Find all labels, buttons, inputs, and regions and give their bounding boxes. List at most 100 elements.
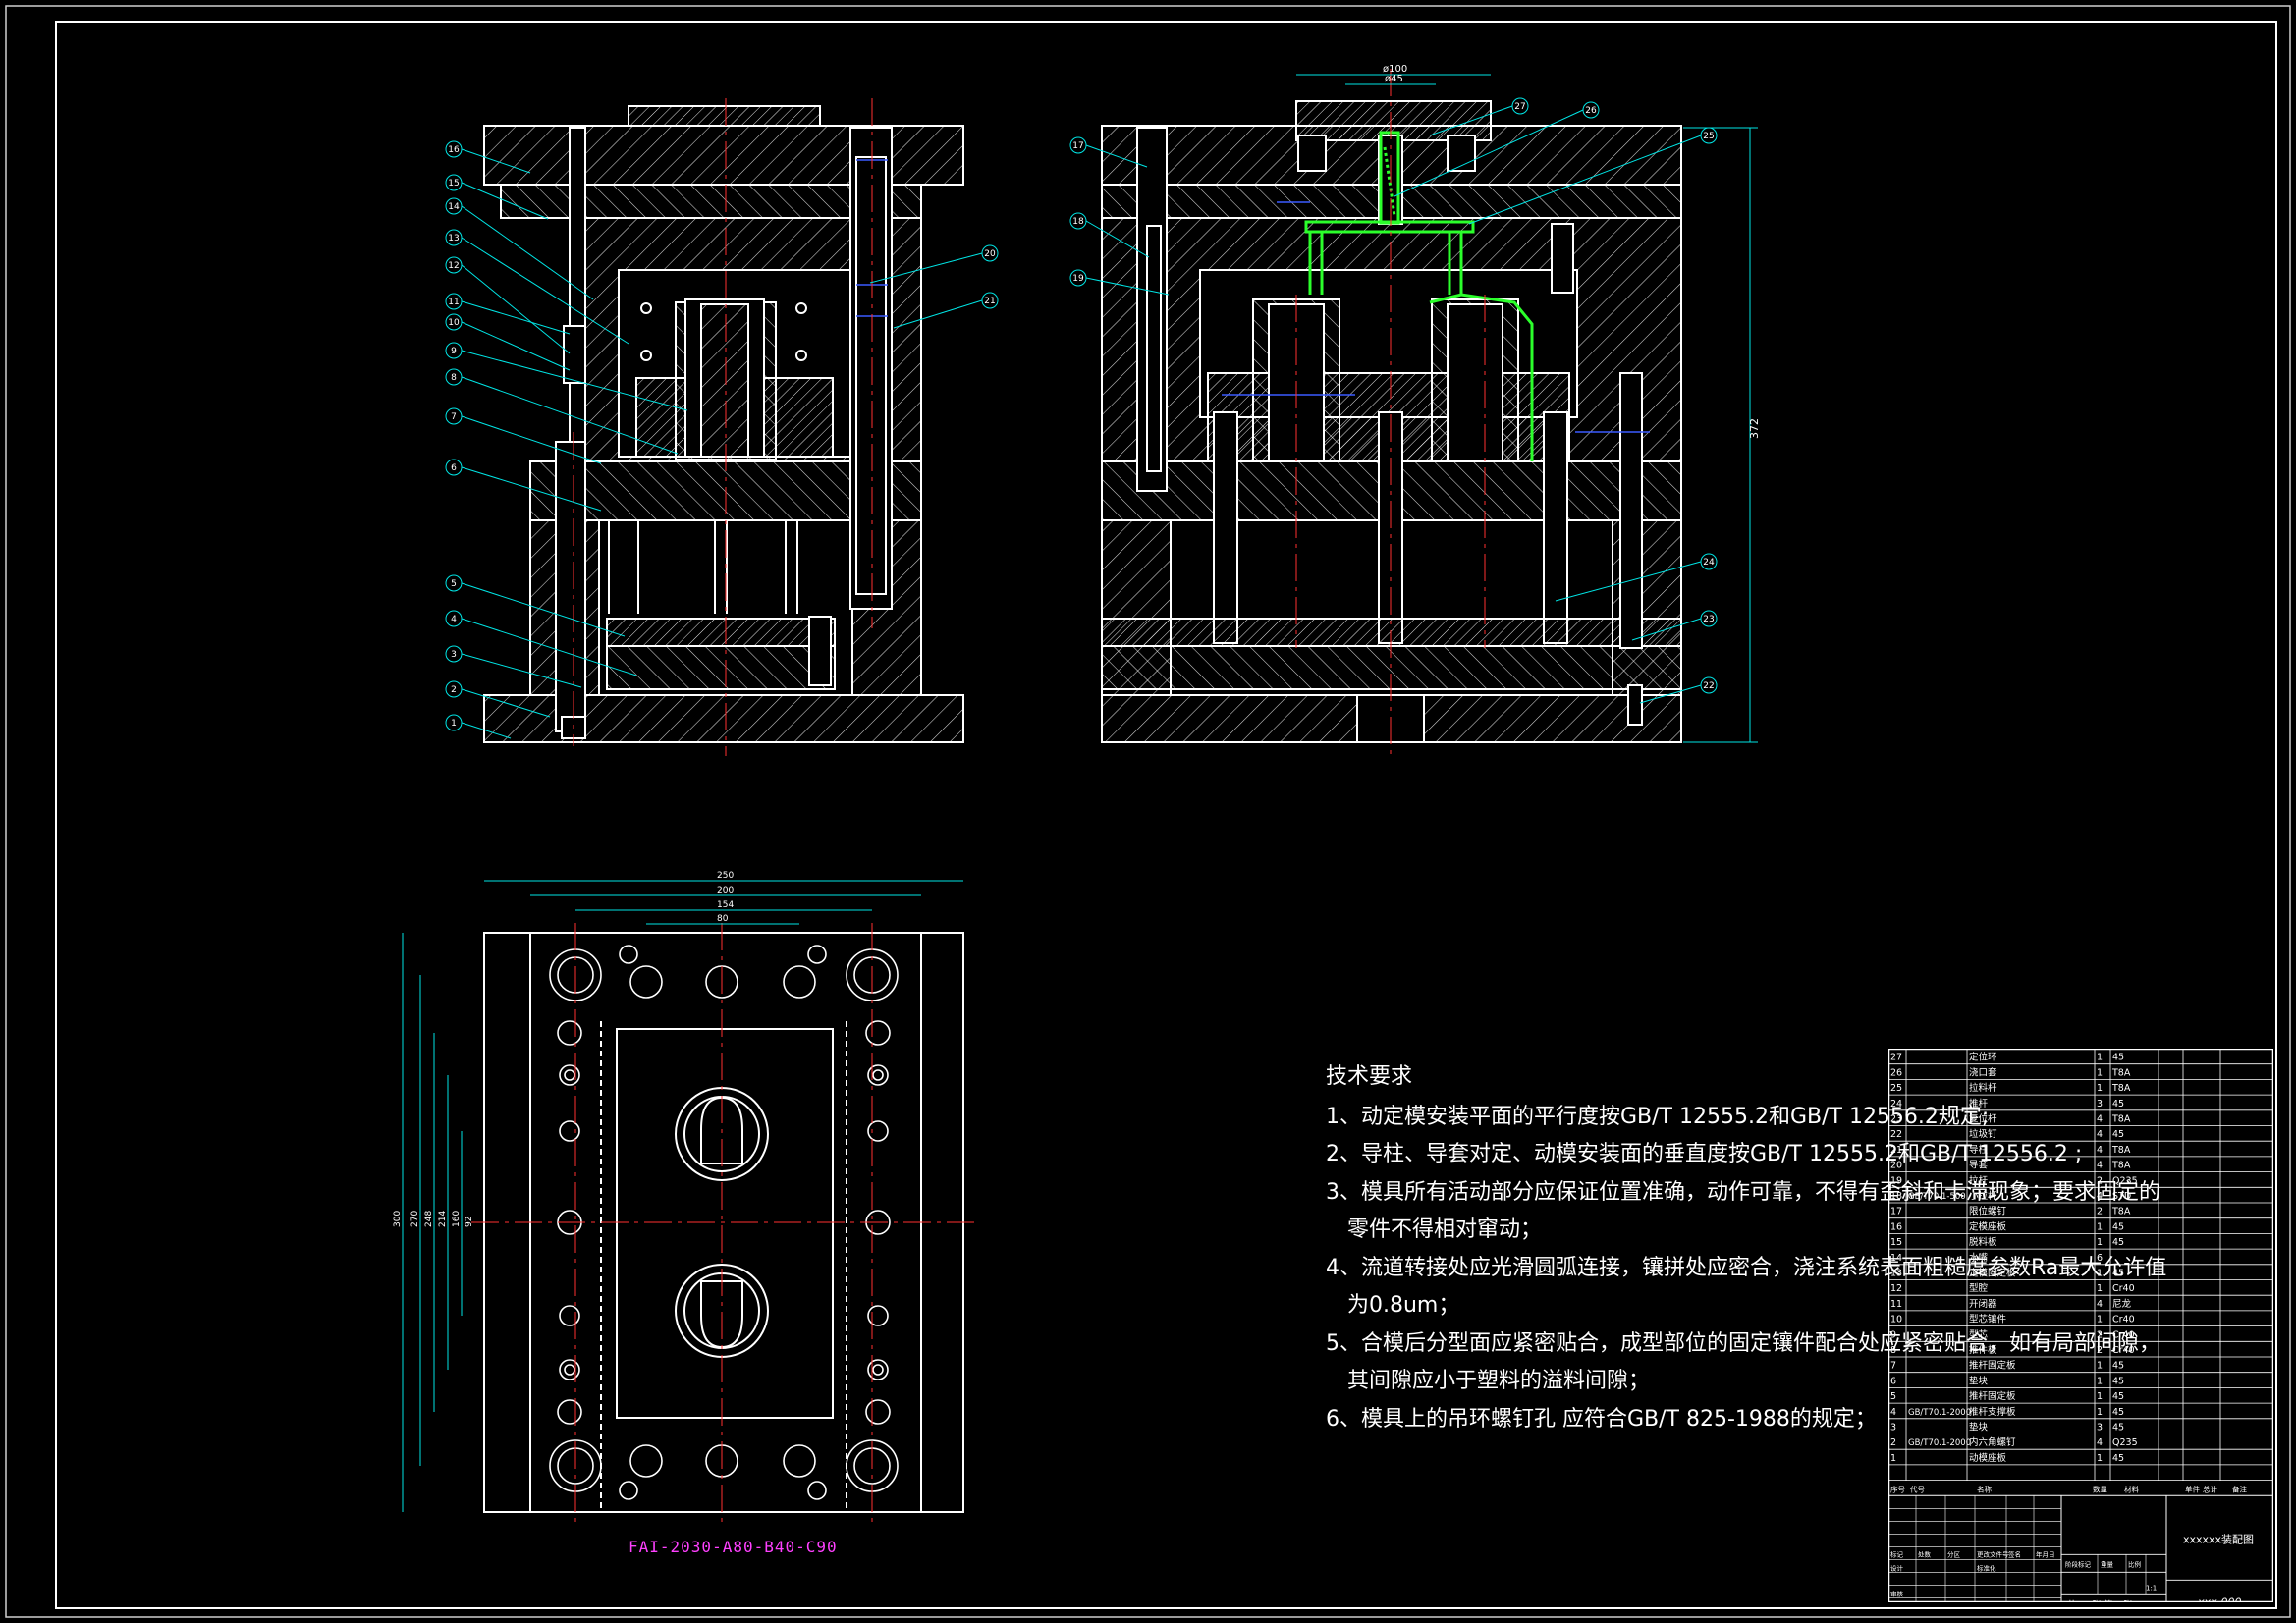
svg-text:2: 2 bbox=[2097, 1207, 2103, 1217]
title-label: 重量 bbox=[2101, 1560, 2114, 1568]
parts-header-cell: 备注 bbox=[2232, 1484, 2248, 1493]
svg-text:2: 2 bbox=[2097, 1345, 2103, 1356]
svg-text:25: 25 bbox=[1703, 132, 1714, 141]
svg-text:垫块: 垫块 bbox=[1969, 1422, 1989, 1434]
svg-text:推杆固定板: 推杆固定板 bbox=[1969, 1360, 2016, 1372]
parts-header-cell: 代号 bbox=[1910, 1484, 1925, 1493]
drawing-number: xxx-000 bbox=[2197, 1596, 2242, 1602]
top-inner-text: ø45 bbox=[1385, 74, 1403, 84]
svg-text:推杆: 推杆 bbox=[1969, 1098, 1989, 1109]
left-leaders bbox=[461, 148, 983, 739]
svg-text:定位环: 定位环 bbox=[1969, 1052, 1997, 1063]
svg-text:11: 11 bbox=[1890, 1299, 1902, 1310]
svg-text:小拉杆: 小拉杆 bbox=[1969, 1190, 1997, 1202]
svg-text:1: 1 bbox=[2097, 1315, 2103, 1325]
top-width-text: ø100 bbox=[1383, 64, 1407, 75]
note-line: 3、模具所有活动部分应保证位置准确，动作可靠，不得有歪斜和卡滞现象；要求固定的 bbox=[1326, 1179, 2160, 1205]
svg-text:内六角螺钉: 内六角螺钉 bbox=[1969, 1436, 2016, 1448]
note-line: 为0.8um； bbox=[1347, 1293, 1460, 1318]
svg-text:3: 3 bbox=[1890, 1423, 1896, 1434]
svg-text:15: 15 bbox=[448, 179, 459, 189]
svg-text:推杆固定板: 推杆固定板 bbox=[1969, 1390, 2016, 1402]
svg-text:45: 45 bbox=[2112, 1453, 2124, 1464]
svg-text:17: 17 bbox=[1072, 141, 1083, 151]
svg-text:4: 4 bbox=[2097, 1161, 2103, 1171]
svg-text:45: 45 bbox=[2112, 1237, 2124, 1248]
svg-text:Cr40: Cr40 bbox=[2112, 1345, 2135, 1356]
parts-list-row: 1 动模座板 1 45 bbox=[1890, 1452, 2124, 1464]
svg-text:4: 4 bbox=[2097, 1145, 2103, 1156]
right-height-dimension bbox=[1683, 127, 1758, 743]
title-label: 批准 bbox=[1977, 1601, 1991, 1602]
svg-text:19: 19 bbox=[1890, 1175, 1902, 1186]
svg-text:拉杆: 拉杆 bbox=[1969, 1174, 1989, 1186]
svg-text:26: 26 bbox=[1890, 1067, 1902, 1078]
svg-text:3: 3 bbox=[451, 650, 457, 660]
svg-text:推件板: 推件板 bbox=[1969, 1344, 1997, 1356]
svg-text:4: 4 bbox=[2097, 1129, 2103, 1140]
plan-dim-top-0: 250 bbox=[717, 871, 734, 881]
technical-requirements: 技术要求 1、动定模安装平面的平行度按GB/T 12555.2和GB/T 125… bbox=[1326, 1058, 2166, 1438]
note-line: 零件不得相对窜动； bbox=[1347, 1217, 1543, 1242]
svg-text:2: 2 bbox=[1890, 1437, 1896, 1448]
svg-text:4: 4 bbox=[2097, 1437, 2103, 1448]
svg-text:27: 27 bbox=[1890, 1053, 1902, 1063]
plan-dim-left-2: 248 bbox=[424, 1211, 434, 1227]
svg-text:动模座板: 动模座板 bbox=[1969, 1452, 2007, 1464]
title-label: 设计 bbox=[1890, 1563, 1904, 1572]
svg-text:19: 19 bbox=[1072, 274, 1084, 284]
svg-text:4: 4 bbox=[451, 615, 457, 624]
plan-dimensions bbox=[402, 880, 963, 1512]
svg-text:1: 1 bbox=[2097, 1453, 2103, 1464]
svg-text:45: 45 bbox=[2112, 1129, 2124, 1140]
right-section-view bbox=[1101, 100, 1682, 743]
svg-text:GB/T70.1-500: GB/T70.1-500 bbox=[1908, 1192, 1966, 1202]
svg-text:7: 7 bbox=[451, 412, 457, 422]
svg-text:1: 1 bbox=[1890, 1453, 1896, 1464]
svg-text:45: 45 bbox=[2112, 1361, 2124, 1372]
svg-text:45: 45 bbox=[2112, 1407, 2124, 1418]
svg-text:45: 45 bbox=[2112, 1391, 2124, 1402]
svg-text:脱料板: 脱料板 bbox=[1969, 1236, 1997, 1248]
svg-text:6: 6 bbox=[1890, 1376, 1896, 1386]
plan-dim-top-3: 80 bbox=[717, 914, 729, 924]
plan-dim-left-0: 300 bbox=[393, 1211, 403, 1227]
svg-text:1: 1 bbox=[2097, 1269, 2103, 1279]
title-label: 标准化 bbox=[1977, 1563, 1996, 1572]
svg-text:T8A: T8A bbox=[2111, 1145, 2131, 1156]
left-centerlines bbox=[573, 98, 873, 756]
title-label: 比例 bbox=[2128, 1559, 2141, 1568]
svg-text:垃圾钉: 垃圾钉 bbox=[1969, 1128, 1997, 1140]
note-line: 2、导柱、导套对定、动模安装面的垂直度按GB/T 12555.2和GB/T 12… bbox=[1326, 1142, 2083, 1166]
svg-text:1: 1 bbox=[2097, 1067, 2103, 1078]
svg-text:18: 18 bbox=[1890, 1191, 1902, 1202]
svg-text:45: 45 bbox=[2112, 1423, 2124, 1434]
svg-text:24: 24 bbox=[1890, 1099, 1902, 1109]
svg-text:复位杆: 复位杆 bbox=[1969, 1113, 1997, 1125]
svg-text:4: 4 bbox=[2097, 1299, 2103, 1310]
svg-text:GB/T70.1-2000: GB/T70.1-2000 bbox=[1908, 1438, 1971, 1448]
svg-text:45: 45 bbox=[2112, 1376, 2124, 1386]
svg-text:18: 18 bbox=[1072, 217, 1084, 227]
right-hidden-lines bbox=[1222, 201, 1650, 433]
plan-dim-top-1: 200 bbox=[717, 886, 734, 895]
svg-text:12: 12 bbox=[448, 261, 459, 271]
svg-text:8: 8 bbox=[1890, 1345, 1896, 1356]
svg-text:Q235: Q235 bbox=[2112, 1175, 2138, 1186]
plan-dim-top-2: 154 bbox=[717, 900, 734, 910]
svg-text:6: 6 bbox=[451, 463, 457, 473]
title-label: 标记 bbox=[1890, 1549, 1904, 1558]
svg-text:GB/T70.1-2000: GB/T70.1-2000 bbox=[1908, 1408, 1971, 1418]
svg-text:STD: STD bbox=[2112, 1191, 2131, 1202]
